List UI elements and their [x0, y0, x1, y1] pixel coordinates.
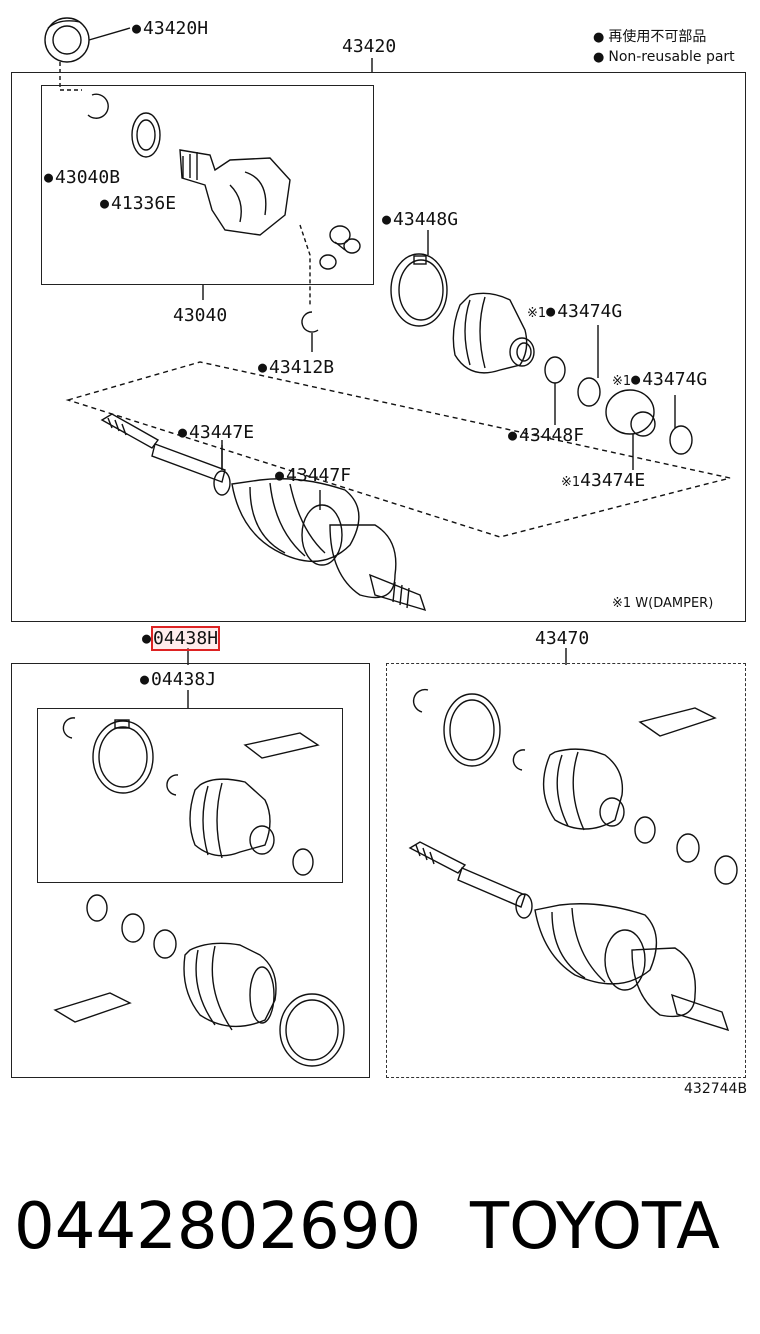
clamp-icon — [92, 719, 154, 794]
part-label-43412B[interactable]: 43412B — [258, 357, 334, 378]
footer-part-number: 0442802690 — [14, 1190, 422, 1264]
boot-ring-icon — [131, 112, 161, 158]
part-label-43040[interactable]: 43040 — [173, 305, 228, 326]
bullet-dot-icon — [593, 49, 608, 65]
highlighted-part-number: 04438H — [151, 626, 221, 651]
legend: 再使用不可部品 Non-reusable part — [593, 26, 735, 65]
inboard-joint-icon — [179, 149, 291, 236]
clamp-icon — [292, 848, 314, 876]
clamp-icon — [86, 894, 345, 1067]
boot-kit-frame-43470 — [386, 663, 746, 1078]
clamp-icon — [443, 693, 501, 767]
part-label-43474G-a[interactable]: ※143474G — [527, 301, 622, 322]
part-label-43447E[interactable]: 43447E — [178, 422, 254, 443]
inboard-joint-frame-43040 — [41, 85, 374, 285]
boot-icon — [542, 748, 625, 831]
snap-ring-icon — [512, 749, 526, 771]
grease-pack-icon — [638, 707, 717, 737]
boot-kit-frame-04438H — [11, 663, 370, 1078]
part-label-43040B[interactable]: 43040B — [44, 167, 120, 188]
part-label-43448G[interactable]: 43448G — [382, 209, 458, 230]
snap-ring-icon — [166, 774, 179, 796]
snap-ring-icon — [62, 717, 76, 739]
diagram-code: 432744B — [684, 1081, 748, 1097]
legend-en: Non-reusable part — [608, 49, 735, 65]
part-label-43420H[interactable]: 43420H — [132, 18, 208, 39]
damper-icon — [605, 389, 656, 437]
boot-icon — [189, 778, 275, 859]
clamp-icon — [390, 253, 448, 327]
part-label-04438J[interactable]: 04438J — [140, 669, 216, 690]
part-label-43474G-b[interactable]: ※143474G — [612, 369, 707, 390]
part-label-43474E[interactable]: ※143474E — [561, 470, 646, 491]
assembly-frame-43420 — [11, 72, 746, 622]
bullet-dot-icon — [593, 29, 608, 45]
boot-kit-inner-frame-04438J — [37, 708, 343, 883]
snap-ring-icon — [87, 93, 109, 119]
footer-brand: TOYOTA — [470, 1190, 720, 1264]
part-label-43447F[interactable]: 43447F — [275, 465, 351, 486]
snap-ring-icon — [412, 688, 429, 713]
tripod-icon — [319, 225, 361, 270]
part-label-43470[interactable]: 43470 — [535, 628, 590, 649]
part-label-43420[interactable]: 43420 — [342, 36, 397, 57]
damper-note: ※1 W(DAMPER) — [612, 596, 714, 611]
dust-cover-icon — [44, 17, 90, 63]
legend-jp: 再使用不可部品 — [608, 29, 707, 45]
clamp-icon — [634, 816, 738, 885]
grease-pack-icon — [53, 992, 132, 1023]
part-label-41336E[interactable]: 41336E — [100, 193, 176, 214]
part-label-04438H[interactable]: 04438H — [142, 626, 221, 651]
grease-pack-icon — [243, 732, 320, 759]
boot-icon — [452, 292, 535, 374]
boot-icon — [183, 942, 277, 1031]
axle-shaft-icon — [408, 841, 730, 1032]
snap-ring-icon — [301, 311, 319, 333]
part-label-43448F[interactable]: 43448F — [508, 425, 584, 446]
